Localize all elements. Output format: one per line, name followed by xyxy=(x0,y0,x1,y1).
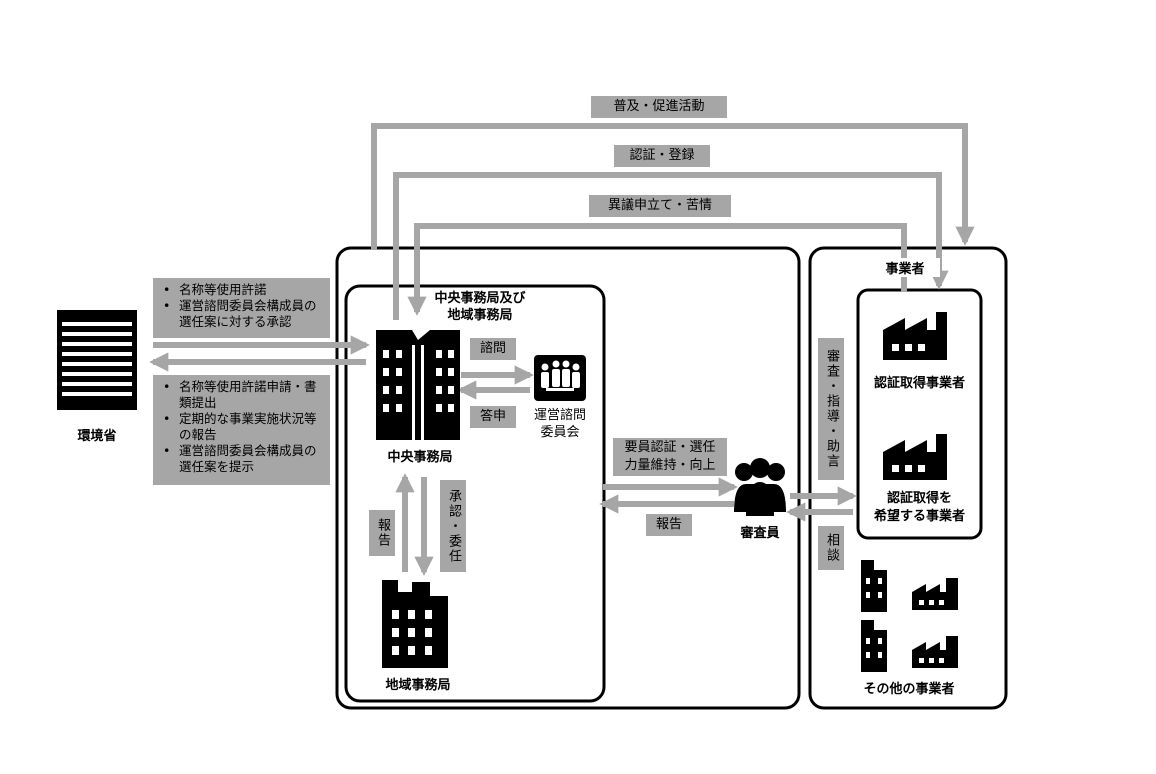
committee-label: 運営諮問 委員会 xyxy=(533,408,586,440)
office-to-ministry-list: 名称等使用許諾申請・書類提出 定期的な事業実施状況等の報告 運営諮問委員会構成員… xyxy=(153,375,330,485)
certified-label: 認証取得事業者 xyxy=(873,376,965,391)
inquiry-label: 諮問 xyxy=(470,338,516,360)
approval-label: 承認・委任 xyxy=(440,480,466,572)
application-item: 名称等使用許諾申請・書類提出 xyxy=(163,379,324,411)
central-offices-title: 中央事務局及び 地域事務局 xyxy=(434,291,526,323)
committee-meeting-icon xyxy=(534,355,586,401)
businesses-label: 事業者 xyxy=(870,258,940,277)
certification-label: 認証・登録 xyxy=(614,145,710,167)
consult-label: 相談 xyxy=(818,526,844,570)
other-businesses-label: その他の事業者 xyxy=(863,682,955,697)
central-office-label: 中央事務局 xyxy=(387,450,453,465)
ministry-building-icon xyxy=(57,310,137,410)
other-building-icon-1 xyxy=(861,560,887,612)
auditor-report-label: 報告 xyxy=(646,514,692,536)
business-box xyxy=(808,246,1008,710)
proposal-item: 運営諮問委員会構成員の選任案を提示 xyxy=(163,443,324,475)
promotion-label: 普及・促進活動 xyxy=(591,96,727,118)
auditor-label: 審査員 xyxy=(740,526,780,541)
response-label: 答申 xyxy=(470,406,516,428)
regional-office-building-icon xyxy=(382,580,448,668)
regional-office-label: 地域事務局 xyxy=(385,678,451,693)
auditor-people-icon xyxy=(734,458,786,516)
applicant-factory-icon xyxy=(883,434,947,480)
central-office-building-icon xyxy=(376,330,460,440)
permit-item: 名称等使用許諾 xyxy=(163,282,324,298)
applicants-label: 認証取得を 希望する事業者 xyxy=(873,491,965,524)
certification-arrow xyxy=(393,172,949,320)
other-factory-icon-2 xyxy=(912,636,958,668)
review-label: 審査・指導・助言 xyxy=(818,338,844,480)
certified-factory-icon xyxy=(883,312,947,360)
outer-office-box xyxy=(335,246,801,710)
inner-office-box xyxy=(344,284,606,703)
other-building-icon-2 xyxy=(861,620,887,672)
objection-label: 異議申立て・苦情 xyxy=(589,195,731,217)
report-up-label: 報告 xyxy=(369,510,395,556)
ministry-label: 環境省 xyxy=(77,429,117,444)
ministry-to-office-list: 名称等使用許諾 運営諮問委員会構成員の選任案に対する承認 xyxy=(153,278,330,338)
status-report-item: 定期的な事業実施状況等の報告 xyxy=(163,411,324,443)
other-factory-icon-1 xyxy=(912,578,958,610)
approval-item: 運営諮問委員会構成員の選任案に対する承認 xyxy=(163,298,324,330)
auditor-training-label: 要員認証・選任 力量維持・向上 xyxy=(613,438,727,476)
promotion-arrow xyxy=(371,123,975,250)
certified-box xyxy=(856,288,983,540)
